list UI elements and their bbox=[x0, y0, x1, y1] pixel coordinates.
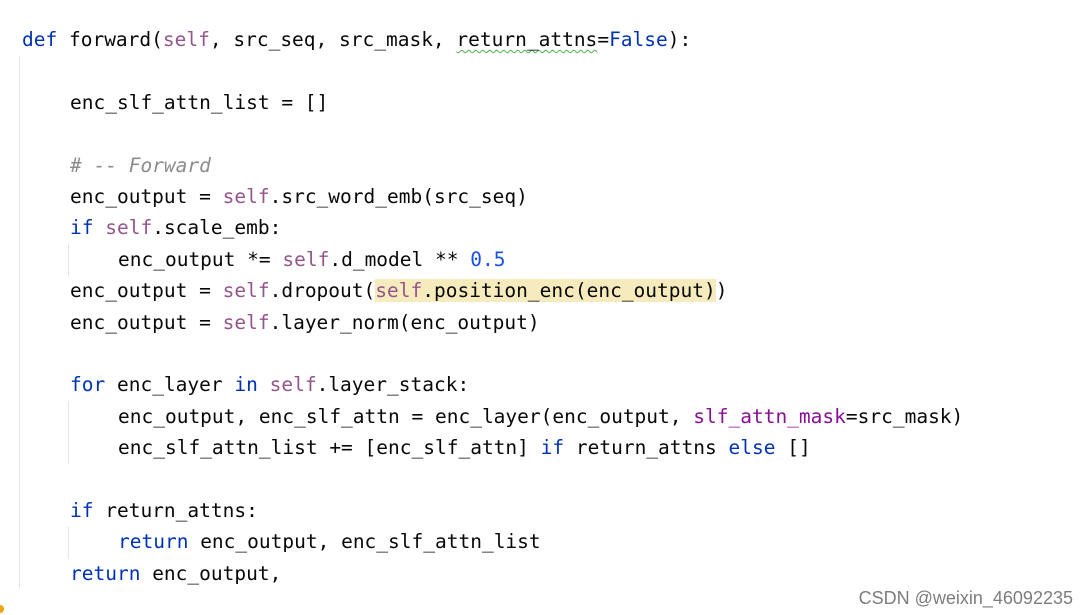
code-text: enc_output = bbox=[70, 184, 223, 208]
indent-guide bbox=[68, 401, 69, 464]
code-text: .d_model ** bbox=[329, 247, 471, 271]
code-text: = bbox=[597, 28, 610, 51]
keyword: return bbox=[70, 561, 141, 585]
code-text: enc_layer bbox=[105, 373, 235, 397]
indent-guide bbox=[68, 244, 69, 276]
code-text: .layer_norm(enc_output) bbox=[269, 310, 540, 334]
indent-guide bbox=[19, 56, 20, 588]
self-token: self bbox=[105, 216, 153, 240]
code-text: forward( bbox=[57, 28, 163, 51]
code-text: enc_output, bbox=[140, 561, 282, 585]
code-text: .scale_emb: bbox=[152, 216, 282, 240]
code-text: .dropout( bbox=[269, 279, 376, 303]
code-text: [] bbox=[775, 436, 811, 460]
keyword: if bbox=[540, 436, 565, 460]
warning-underlined-token: return_attns bbox=[456, 28, 598, 51]
keyword: for bbox=[70, 373, 106, 397]
code-text: .position_enc(enc_output) bbox=[422, 279, 716, 303]
number-literal: 0.5 bbox=[470, 247, 506, 271]
keyword: if bbox=[70, 216, 94, 240]
keyword: False bbox=[609, 28, 668, 51]
gutter-marker-icon bbox=[0, 605, 4, 613]
self-token: self bbox=[375, 279, 423, 303]
self-token: self bbox=[222, 279, 270, 303]
code-text: .layer_stack: bbox=[316, 373, 470, 397]
self-token: self bbox=[282, 247, 330, 271]
code-text: enc_output *= bbox=[118, 247, 283, 271]
keyword: else bbox=[728, 436, 776, 460]
keyword: def bbox=[22, 28, 58, 51]
keyword: in bbox=[234, 373, 258, 397]
keyword: return bbox=[118, 530, 189, 554]
self-token: self bbox=[222, 184, 270, 208]
code-text: enc_slf_attn_list = [] bbox=[70, 90, 329, 114]
code-text: ) bbox=[715, 279, 728, 303]
code-text bbox=[93, 216, 105, 239]
code-text: return_attns bbox=[564, 436, 729, 460]
watermark: CSDN @weixin_46092235 bbox=[858, 588, 1073, 608]
self-token: self bbox=[222, 310, 270, 334]
code-text: enc_output, enc_slf_attn = enc_layer(enc… bbox=[118, 404, 694, 428]
indent-guide bbox=[68, 527, 69, 559]
code-text: ): bbox=[667, 28, 692, 51]
code-text: return_attns: bbox=[93, 498, 258, 522]
code-text: enc_output = bbox=[70, 310, 223, 334]
code-text: .src_word_emb(src_seq) bbox=[269, 184, 528, 208]
self-token: self bbox=[269, 373, 317, 397]
self-token: self bbox=[162, 28, 210, 51]
keyword: if bbox=[70, 498, 94, 522]
code-text: , src_seq, src_mask, bbox=[209, 28, 457, 51]
bracket-match-highlight: self.position_enc(enc_output) bbox=[375, 279, 716, 303]
code-text bbox=[258, 373, 270, 396]
code-text: enc_slf_attn_list += [enc_slf_attn] bbox=[118, 436, 541, 460]
code-text: =src_mask) bbox=[845, 404, 964, 428]
code-text: enc_output = bbox=[70, 279, 223, 303]
code-text: enc_output, enc_slf_attn_list bbox=[188, 530, 541, 554]
keyword-argument: slf_attn_mask bbox=[693, 404, 846, 428]
comment: # -- Forward bbox=[70, 153, 211, 177]
